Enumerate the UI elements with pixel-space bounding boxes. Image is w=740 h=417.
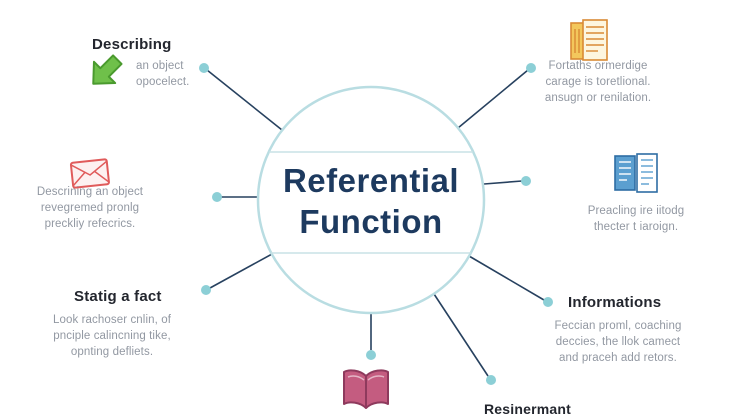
spoke-top-right: [457, 69, 529, 129]
dot-left: [212, 192, 222, 202]
spoke-right: [483, 180, 523, 185]
dot-bottom-center: [366, 350, 376, 360]
envelope-icon: [69, 158, 110, 189]
describing-title: Describing: [92, 36, 172, 53]
describing-note: an object opocelect.: [136, 60, 190, 88]
message-note: Fortaths ormerdige carage is toretlional…: [544, 60, 652, 104]
spoke-top-left: [206, 69, 283, 131]
object-note: Descrining an object revegremed pronlg p…: [36, 186, 144, 230]
green-arrow-icon: [92, 54, 123, 85]
informations-note: Feccian proml, coaching deccies, the llo…: [554, 320, 682, 364]
dot-right: [521, 176, 531, 186]
fact-note: Look rachoser cnlin, of pnciple calincni…: [52, 314, 171, 358]
reading-note: Preacling ire iitodg thecter t iaroign.: [587, 205, 685, 233]
document-icon: [570, 19, 608, 61]
spoke-bottom-right: [468, 255, 545, 301]
center-title-line1: Referential: [282, 162, 460, 199]
dot-bottom-left: [201, 285, 211, 295]
connector-lines: [206, 69, 545, 377]
spoke-bottom-mid-right: [433, 293, 489, 377]
dot-top-right: [526, 63, 536, 73]
fact-title: Statig a fact: [74, 288, 162, 305]
dot-top-left: [199, 63, 209, 73]
files-icon: [614, 153, 658, 193]
informations-title: Informations: [568, 294, 662, 311]
center-title-line2: Function: [299, 203, 443, 240]
dot-bottom-mid-right: [486, 375, 496, 385]
center-title: Referential Function: [258, 160, 484, 242]
book-icon: [343, 369, 389, 409]
resinermant-title: Resinermant: [484, 401, 572, 417]
dot-bottom-right: [543, 297, 553, 307]
spoke-bottom-left: [209, 253, 273, 289]
center-circle: [256, 85, 486, 315]
connector-dots: [199, 63, 553, 385]
